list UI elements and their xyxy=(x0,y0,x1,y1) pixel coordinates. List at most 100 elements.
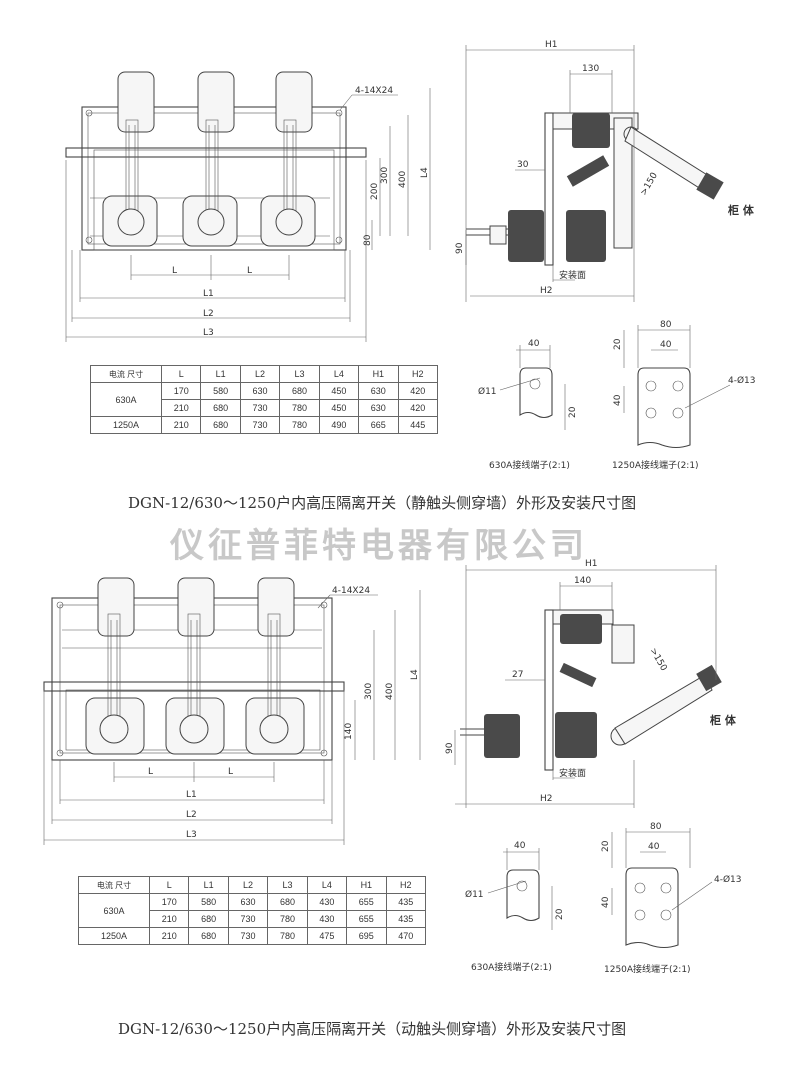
cell: 630 xyxy=(227,893,269,911)
top-spec-table: 电流 尺寸 L L1 L2 L3 L4 H1 H2 630A 170 580 6… xyxy=(90,365,439,434)
top-terminal-630: 40 Ø11 20 630A接线端子(2:1) xyxy=(478,339,578,471)
cell: 470 xyxy=(385,927,427,945)
top-t630-40: 40 xyxy=(528,339,540,349)
cell: 680 xyxy=(279,382,320,400)
top-side-view: H1 130 30 >150 90 H2 安装面 柜 体 xyxy=(455,40,755,302)
cell: 655 xyxy=(346,893,387,911)
top-side-30: 30 xyxy=(517,160,529,170)
cell: 420 xyxy=(397,382,439,400)
top-insulator-lower xyxy=(508,210,606,262)
col-header: H2 xyxy=(385,876,427,894)
bottom-dim-L-a: L xyxy=(148,767,153,777)
cell: 730 xyxy=(239,416,281,434)
cell: 780 xyxy=(267,927,308,945)
bottom-side-view: H1 140 27 >150 90 H2 安装面 柜 体 xyxy=(445,559,737,808)
cell: 435 xyxy=(385,893,427,911)
bottom-dim-holes: 4-14X24 xyxy=(332,586,370,596)
table-row: 210 680 730 780 430 655 435 xyxy=(79,910,427,928)
cell: 430 xyxy=(306,910,348,928)
bottom-dim-L2: L2 xyxy=(186,810,197,820)
top-side-cabinet: 柜 体 xyxy=(727,203,755,217)
bottom-t1250-40: 40 xyxy=(648,842,660,852)
bottom-pole-2 xyxy=(165,577,225,755)
bottom-spec-table: 电流 尺寸 L L1 L2 L3 L4 H1 H2 630A 170 580 6… xyxy=(78,876,427,945)
corner-cell: 电流 尺寸 xyxy=(78,876,150,894)
top-dim-L3: L3 xyxy=(203,328,214,338)
bottom-pole-1 xyxy=(85,577,145,755)
cell: 680 xyxy=(267,893,308,911)
bottom-side-140: 140 xyxy=(574,576,591,586)
top-caption: DGN-12/630～1250户内高压隔离开关（静触头侧穿墙）外形及安装尺寸图 xyxy=(128,494,637,512)
bottom-side-cabinet: 柜 体 xyxy=(709,713,737,727)
top-dim-80: 80 xyxy=(363,234,373,246)
top-dim-L1: L1 xyxy=(203,289,214,299)
bottom-dim-140: 140 xyxy=(344,723,354,740)
top-side-130: 130 xyxy=(582,64,599,74)
company-watermark: 仪征普菲特电器有限公司 xyxy=(170,526,588,566)
cell: 435 xyxy=(385,910,427,928)
bottom-dim-L1: L1 xyxy=(186,790,197,800)
cell: 210 xyxy=(148,927,190,945)
col-header: H2 xyxy=(397,365,439,383)
top-side-mount: 安装面 xyxy=(559,269,586,281)
top-front-view: L L L1 L2 L3 4-14X24 200 300 400 L4 80 xyxy=(65,71,431,342)
bottom-terminal-630: 40 Ø11 20 630A接线端子(2:1) xyxy=(465,841,565,973)
bottom-dim-L3: L3 xyxy=(186,830,197,840)
top-dim-L4: L4 xyxy=(420,167,430,178)
bottom-t1250-80: 80 xyxy=(650,822,662,832)
top-pole-3 xyxy=(260,71,316,247)
top-insulator-upper xyxy=(572,113,610,148)
table-row: 1250A 210 680 730 780 475 695 470 xyxy=(78,927,427,945)
top-t630-20: 20 xyxy=(568,406,578,418)
cell: 680 xyxy=(200,416,241,434)
cell: 170 xyxy=(160,382,202,400)
top-pole-2 xyxy=(182,71,238,247)
cell: 580 xyxy=(200,382,241,400)
bottom-side-H1: H1 xyxy=(585,559,598,569)
top-t630-phi: Ø11 xyxy=(478,386,497,397)
bottom-terminal-1250: 80 40 20 40 4-Ø13 1250A接线端子(2:1) xyxy=(601,822,742,975)
top-t1250-40v: 40 xyxy=(613,394,623,406)
cell: 210 xyxy=(148,910,190,928)
cell: 730 xyxy=(227,927,269,945)
cell: 630 xyxy=(358,382,399,400)
top-t1250-80: 80 xyxy=(660,320,672,330)
top-t1250-holes: 4-Ø13 xyxy=(728,375,756,386)
bottom-side-mount: 安装面 xyxy=(559,767,586,779)
cell: 780 xyxy=(279,416,320,434)
row-label: 1250A xyxy=(90,416,162,434)
col-header: L2 xyxy=(227,876,269,894)
col-header: L1 xyxy=(188,876,229,894)
cell: 630 xyxy=(239,382,281,400)
bottom-side-150: >150 xyxy=(647,647,668,674)
top-side-H1: H1 xyxy=(545,40,558,50)
table-row: 630A 170 580 630 680 430 655 435 xyxy=(78,893,427,928)
top-t1250-20: 20 xyxy=(613,338,623,350)
col-header: H1 xyxy=(346,876,387,894)
col-header: L3 xyxy=(279,365,320,383)
bottom-t630-40: 40 xyxy=(514,841,526,851)
bottom-t1250-40v: 40 xyxy=(601,896,611,908)
table-row: 1250A 210 680 730 780 490 665 445 xyxy=(90,416,439,434)
cell: 780 xyxy=(279,399,320,417)
table-row: 630A 170 580 630 680 450 630 420 xyxy=(90,382,439,417)
cell: 655 xyxy=(346,910,387,928)
col-header: L1 xyxy=(200,365,241,383)
top-dim-200: 200 xyxy=(370,183,380,200)
col-header: H1 xyxy=(358,365,399,383)
cell: 210 xyxy=(160,399,202,417)
col-header: L4 xyxy=(306,876,348,894)
top-pole-1 xyxy=(102,71,158,247)
bottom-dim-400: 400 xyxy=(385,683,395,700)
table-row: 电流 尺寸 L L1 L2 L3 L4 H1 H2 xyxy=(90,365,439,383)
row-label: 630A xyxy=(78,893,150,928)
cell: 450 xyxy=(318,399,360,417)
cell: 680 xyxy=(188,910,229,928)
cell: 475 xyxy=(306,927,348,945)
top-dim-L-a: L xyxy=(172,266,177,276)
bottom-dim-L-b: L xyxy=(228,767,233,777)
cell: 430 xyxy=(306,893,348,911)
col-header: L xyxy=(148,876,190,894)
cell: 210 xyxy=(160,416,202,434)
col-header: L4 xyxy=(318,365,360,383)
